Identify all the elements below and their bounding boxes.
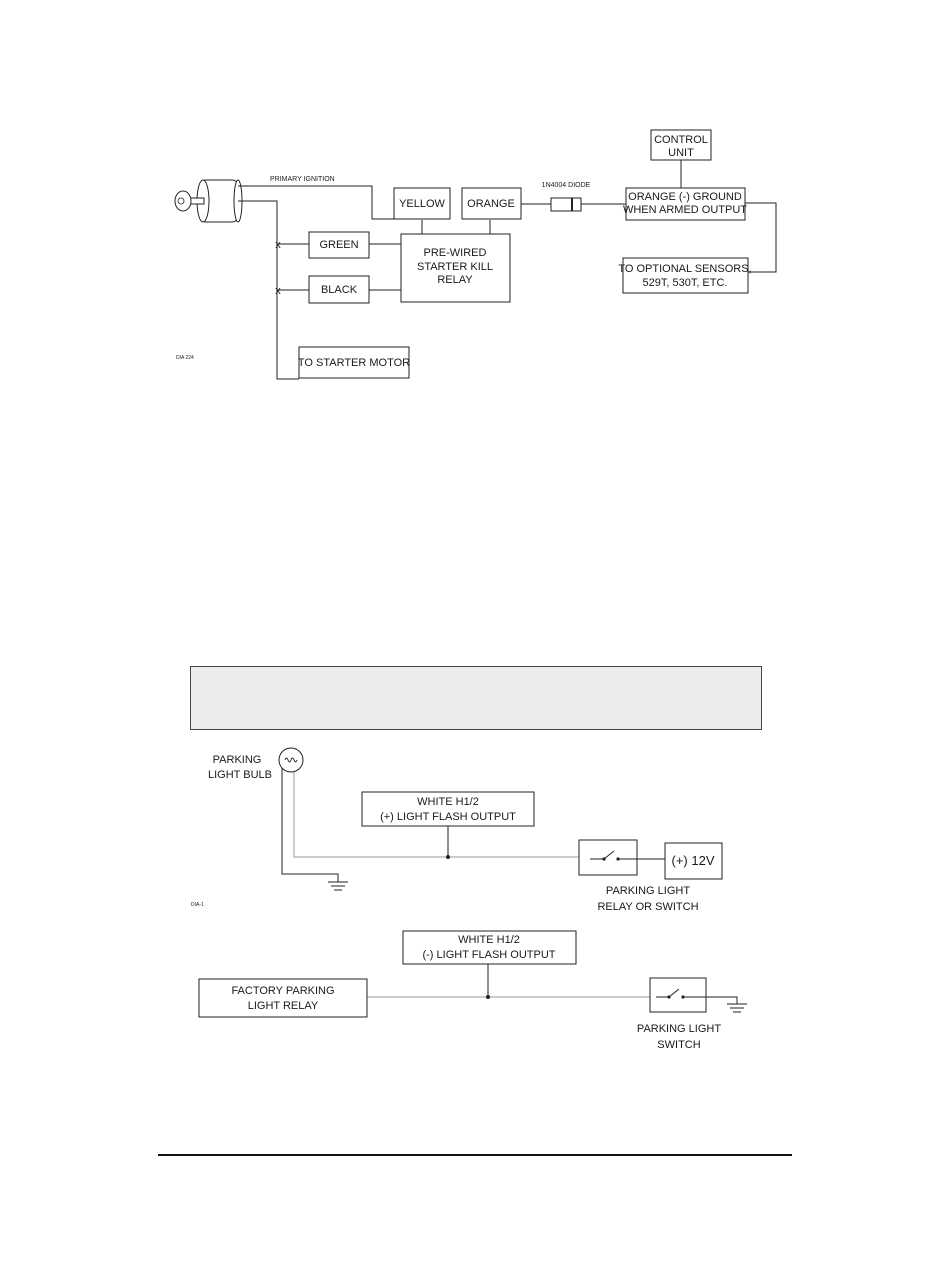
orange-wire-label: ORANGE <box>467 198 515 210</box>
light-bulb-icon <box>278 747 304 773</box>
parking-bulb-line-1: PARKING <box>213 754 262 766</box>
starter-motor-box: TO STARTER MOTOR <box>298 346 410 379</box>
power-12v-box: (+) 12V <box>664 842 723 880</box>
black-wire-label: BLACK <box>321 284 358 296</box>
starter-kill-relay-box: PRE-WIRED STARTER KILL RELAY <box>400 233 511 303</box>
ignition-key-icon <box>174 179 243 223</box>
green-wire-label: GREEN <box>319 239 358 251</box>
optional-sensors-box: TO OPTIONAL SENSORS, 529T, 530T, ETC. <box>618 257 752 294</box>
green-wire-box: GREEN <box>308 231 370 259</box>
sensors-line-1: TO OPTIONAL SENSORS, <box>618 263 751 275</box>
starter-kill-diagram: x x PRIMARY IGNITION 1N4004 DIODE YELLOW… <box>174 129 777 380</box>
orange-ground-output-box: ORANGE (-) GROUND WHEN ARMED OUTPUT <box>623 187 747 221</box>
yellow-wire-box: YELLOW <box>393 187 451 220</box>
relay-line-1: PRE-WIRED <box>424 247 487 259</box>
diagram-id-1: DIA-1 <box>191 902 204 908</box>
positive-parking-light-diagram: PARKING LIGHT BULB WHITE H1/2 (+) LIGHT … <box>191 747 723 913</box>
yellow-wire-label: YELLOW <box>399 198 445 210</box>
white-positive-line-1: WHITE H1/2 <box>417 796 479 808</box>
factory-relay-line-1: FACTORY PARKING <box>231 985 334 997</box>
primary-ignition-label: PRIMARY IGNITION <box>270 176 335 183</box>
control-unit-box: CONTROL UNIT <box>650 129 712 161</box>
parking-switch-line-2: SWITCH <box>657 1039 700 1051</box>
white-negative-line-1: WHITE H1/2 <box>458 934 520 946</box>
diagram-id-224: DIA 224 <box>176 355 194 361</box>
power-12v-label: (+) 12V <box>672 853 715 868</box>
section-header-banner <box>190 666 762 730</box>
ground-icon <box>328 881 348 891</box>
orange-wire-box: ORANGE <box>461 187 522 220</box>
white-positive-output-box: WHITE H1/2 (+) LIGHT FLASH OUTPUT <box>361 791 535 827</box>
diode-icon <box>550 197 582 212</box>
control-unit-line-2: UNIT <box>668 147 694 159</box>
parking-bulb-line-2: LIGHT BULB <box>208 769 272 781</box>
white-negative-output-box: WHITE H1/2 (-) LIGHT FLASH OUTPUT <box>402 930 577 965</box>
relay-switch-line-1: PARKING LIGHT <box>606 885 690 897</box>
orange-output-line-1: ORANGE (-) GROUND <box>628 191 742 203</box>
switch-icon <box>578 839 638 876</box>
ground-icon <box>727 1003 747 1013</box>
switch-icon <box>649 977 707 1013</box>
relay-switch-line-2: RELAY OR SWITCH <box>597 901 698 913</box>
starter-motor-label: TO STARTER MOTOR <box>298 357 410 369</box>
footer-rule <box>158 1154 792 1156</box>
relay-line-2: STARTER KILL <box>417 261 493 273</box>
orange-output-line-2: WHEN ARMED OUTPUT <box>623 204 747 216</box>
factory-relay-box: FACTORY PARKING LIGHT RELAY <box>198 978 368 1018</box>
sensors-line-2: 529T, 530T, ETC. <box>643 277 728 289</box>
negative-parking-light-diagram: WHITE H1/2 (-) LIGHT FLASH OUTPUT FACTOR… <box>198 930 747 1051</box>
black-wire-box: BLACK <box>308 275 370 304</box>
white-positive-line-2: (+) LIGHT FLASH OUTPUT <box>380 811 516 823</box>
diode-label: 1N4004 DIODE <box>542 182 591 189</box>
cut-mark-green: x <box>275 239 281 251</box>
factory-relay-line-2: LIGHT RELAY <box>248 1000 319 1012</box>
control-unit-line-1: CONTROL <box>654 134 708 146</box>
white-negative-line-2: (-) LIGHT FLASH OUTPUT <box>422 949 555 961</box>
parking-switch-line-1: PARKING LIGHT <box>637 1023 721 1035</box>
relay-line-3: RELAY <box>437 274 473 286</box>
cut-mark-black: x <box>275 285 281 297</box>
